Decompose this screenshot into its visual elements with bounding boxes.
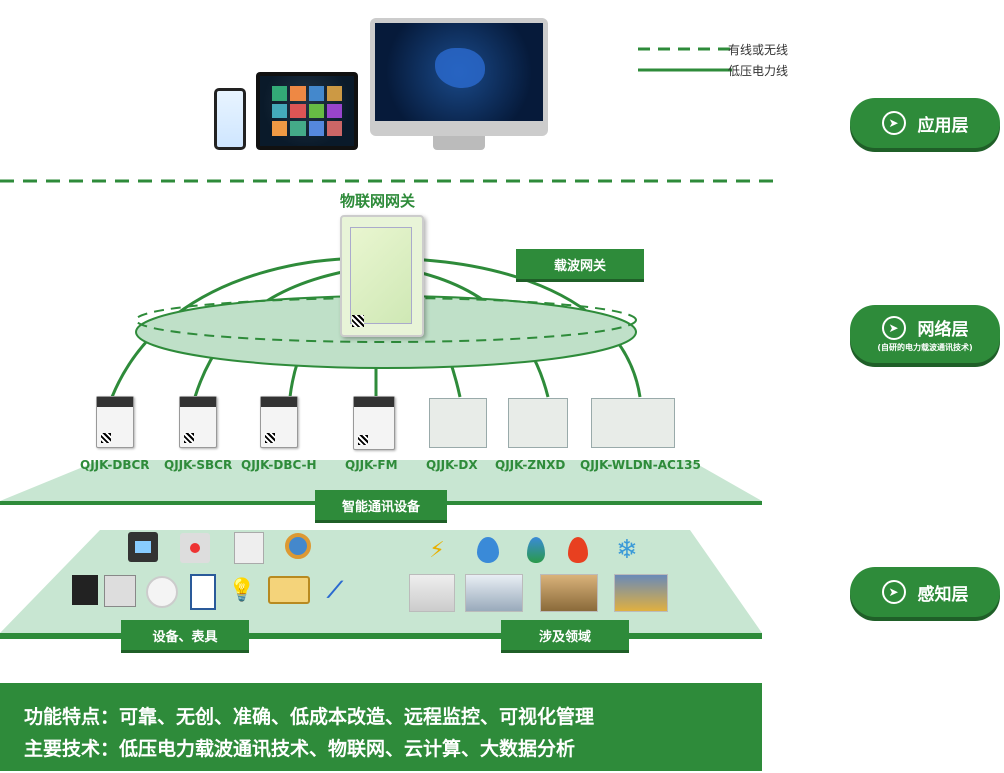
warehouse-icon [540,574,598,612]
socket-icon [190,574,216,610]
perception-layer-label: 感知层 [917,584,969,605]
module-znxd [508,398,568,448]
office-icon [465,574,523,612]
monitor-image [370,18,548,136]
legend-lines [638,47,732,72]
features-line: 功能特点：可靠、无创、准确、低成本改造、远程监控、可视化管理 [24,706,595,728]
valve-icon [285,530,311,562]
lightning-icon: ⚡ [429,537,445,563]
network-layer-label: 网络层 [917,320,969,340]
arrow-right-icon: ➤ [881,580,906,604]
application-layer-label: 应用层 [917,115,969,136]
summary-panel: 功能特点：可靠、无创、准确、低成本改造、远程监控、可视化管理 主要技术：低压电力… [0,683,762,771]
module-dx [429,398,487,448]
device-label: QJJK-DBCR [80,458,150,472]
iot-gateway-device [340,215,424,337]
network-layer-badge: ➤ 网络层 (自研的电力载波通讯技术) [850,305,1000,363]
phone-image [214,88,246,150]
legend-low-voltage: 低压电力线 [728,64,789,78]
smart-comm-tag: 智能通讯设备 [315,490,447,520]
legend-wired-wireless: 有线或无线 [728,43,789,57]
application-layer-badge: ➤ 应用层 [850,98,1000,148]
device-label: QJJK-SBCR [164,458,233,472]
module-dbc-h [260,396,298,448]
device-label: QJJK-ZNXD [495,458,566,472]
device-label: QJJK-FM [345,458,398,472]
air-conditioner-icon [268,576,310,604]
module-wldn [591,398,675,448]
network-layer-sub: (自研的电力载波通讯技术) [877,343,973,352]
arrow-right-icon: ➤ [881,111,906,135]
tablet-image [256,72,358,150]
arrow-right-icon: ➤ [881,315,906,340]
module-fm [353,396,395,450]
factory-icon [614,574,668,612]
perception-layer-badge: ➤ 感知层 [850,567,1000,617]
gas-meter-icon [234,532,264,564]
device-label: QJJK-WLDN-AC135 [580,458,701,472]
bulb-icon: 💡 [228,577,256,603]
network-diagram [0,257,762,505]
fire-icon [562,533,594,567]
gas-flame-icon [520,533,552,567]
device-label: QJJK-DBC-H [241,458,317,472]
snowflake-icon: ❄ [616,535,638,565]
escalator-icon: ⟋ [327,577,343,603]
layer-separator [0,179,775,183]
equipment-tag: 设备、表具 [121,620,249,650]
monitor-stand [433,136,485,150]
device-label: QJJK-DX [426,458,478,472]
technologies-line: 主要技术：低压电力载波通讯技术、物联网、云计算、大数据分析 [24,738,576,760]
power-meter-icon [128,532,158,562]
switch-icon [104,575,136,607]
gateway-title: 物联网网关 [340,192,416,210]
breaker-icon [72,575,98,605]
domains-tag: 涉及领域 [501,620,629,650]
control-panel-icon [409,574,455,612]
smoke-detector-icon [146,576,178,608]
carrier-gateway-tag: 载波网关 [516,249,644,279]
water-drop-icon [472,533,504,567]
module-dbcr [96,396,134,448]
water-meter-icon [180,533,210,563]
module-sbcr [179,396,217,448]
